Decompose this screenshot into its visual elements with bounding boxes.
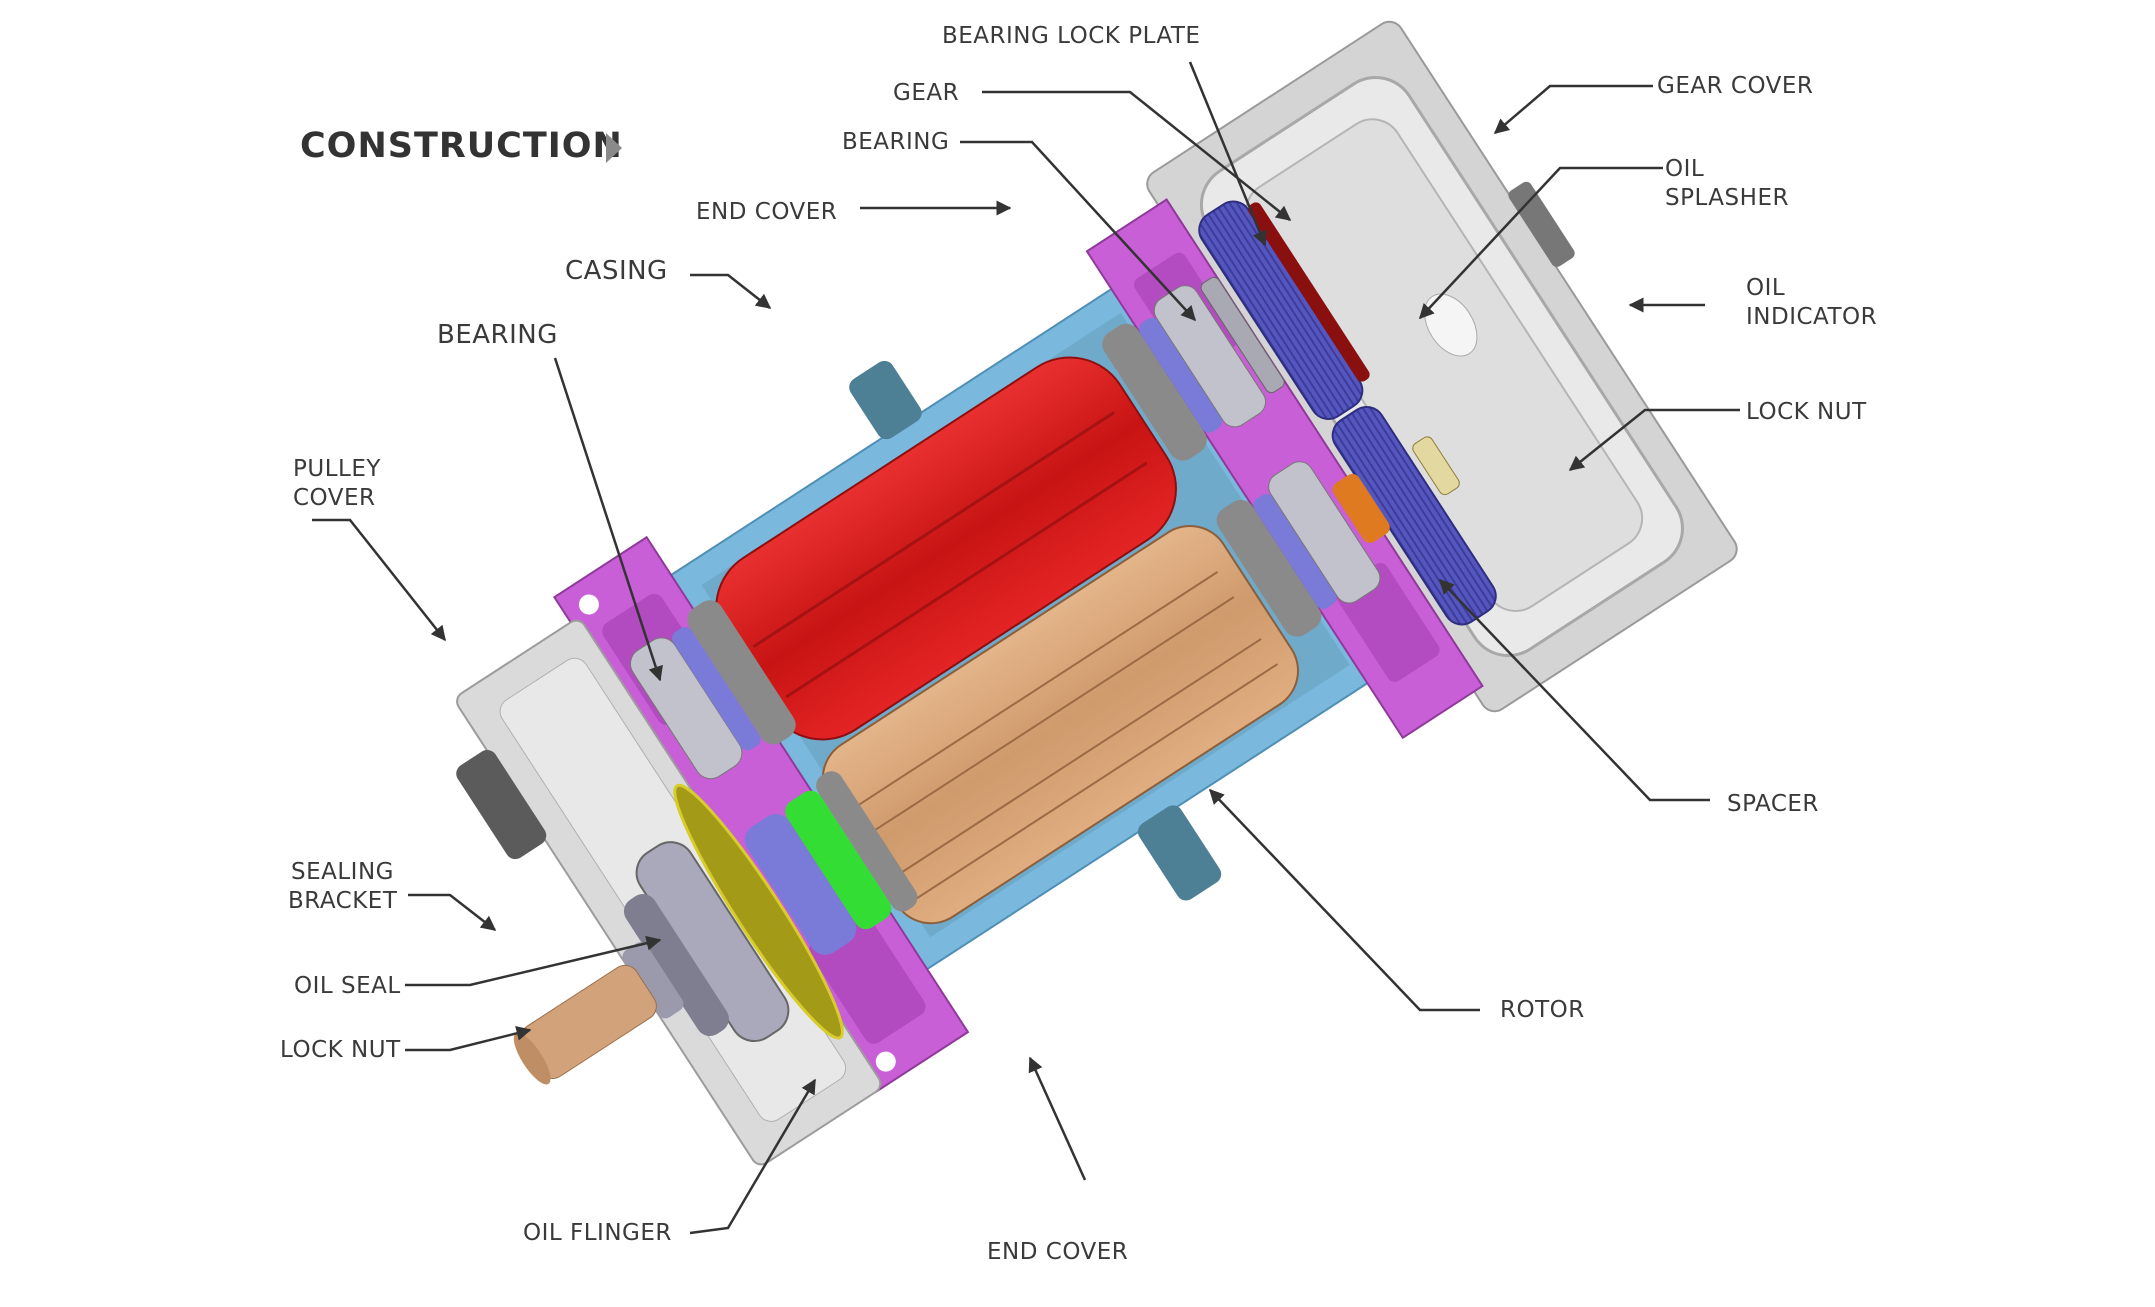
label-pulley-cover: PULLEY COVER — [293, 455, 381, 513]
label-oil-indicator: OIL INDICATOR — [1746, 274, 1877, 332]
label-oil-splasher: OIL SPLASHER — [1665, 155, 1789, 213]
play-triangle-icon — [606, 133, 622, 163]
oil-flinger-part — [673, 783, 844, 1040]
gear-cover-part — [1146, 20, 1738, 713]
gears-part — [1198, 200, 1497, 626]
label-casing: CASING — [565, 256, 668, 286]
diagram-title: CONSTRUCTION — [300, 126, 623, 166]
label-bearing-lock-plate: BEARING LOCK PLATE — [942, 23, 1201, 49]
label-bearing-left: BEARING — [437, 320, 558, 350]
label-oil-splasher-line2: SPLASHER — [1665, 185, 1789, 211]
label-spacer: SPACER — [1727, 791, 1819, 817]
label-oil-indicator-line1: OIL — [1746, 275, 1786, 301]
label-sealing-bracket: SEALING BRACKET — [288, 858, 398, 916]
label-end-cover-bottom: END COVER — [987, 1239, 1129, 1265]
label-gear: GEAR — [893, 80, 960, 106]
label-end-cover-top: END COVER — [696, 199, 838, 225]
label-rotor: ROTOR — [1500, 997, 1585, 1023]
label-oil-flinger: OIL FLINGER — [523, 1220, 672, 1246]
label-lock-nut-right: LOCK NUT — [1746, 399, 1867, 425]
sealing-bracket-part — [513, 841, 790, 1085]
label-pulley-cover-line2: COVER — [293, 485, 376, 511]
leader-lines — [312, 61, 1740, 1235]
label-oil-seal: OIL SEAL — [294, 973, 401, 999]
bearings-right-part — [1102, 276, 1381, 637]
label-gear-cover: GEAR COVER — [1657, 73, 1814, 99]
label-sealing-bracket-line1: SEALING — [291, 859, 394, 885]
label-oil-indicator-line2: INDICATOR — [1746, 304, 1878, 330]
label-oil-splasher-line1: OIL — [1665, 156, 1705, 182]
rotor-bottom-part — [821, 524, 1299, 925]
label-sealing-bracket-line2: BRACKET — [288, 888, 398, 914]
label-lock-nut-left: LOCK NUT — [280, 1037, 401, 1063]
label-pulley-cover-line1: PULLEY — [293, 456, 381, 482]
label-bearing-top: BEARING — [842, 129, 950, 155]
